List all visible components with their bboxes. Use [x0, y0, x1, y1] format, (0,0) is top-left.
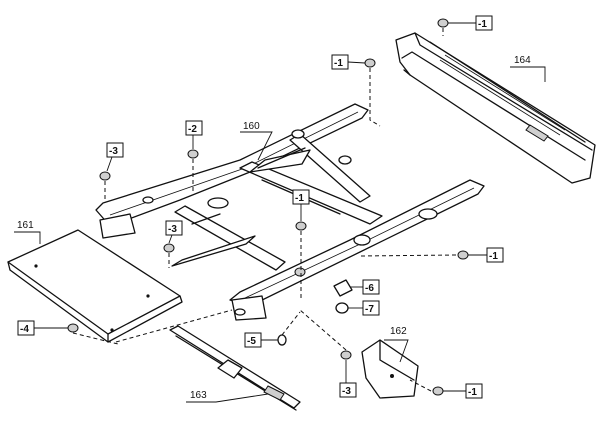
part-162-bracket	[361, 339, 419, 399]
nut-icon	[432, 386, 444, 396]
part-label-162: 162	[384, 326, 409, 363]
part-label-164: 164	[510, 55, 546, 82]
ring-icon	[277, 334, 287, 346]
svg-text:-3: -3	[109, 146, 118, 157]
svg-text:-1: -1	[468, 387, 477, 398]
callout-ref-1-right: -1	[468, 247, 504, 263]
nut-icon	[364, 58, 376, 68]
svg-text:-5: -5	[247, 336, 256, 347]
pad-icon	[333, 279, 353, 297]
nut-icon	[99, 171, 111, 181]
svg-text:-1: -1	[295, 193, 304, 204]
assembly-lines	[72, 28, 457, 392]
svg-text:-3: -3	[342, 386, 351, 397]
callout-ref-3-mid: -3	[165, 220, 183, 244]
svg-text:164: 164	[514, 55, 531, 66]
callout-ref-1-top: -1	[448, 15, 493, 31]
callout-ref-6: -6	[350, 279, 380, 295]
fasteners	[67, 18, 469, 396]
nut-icon	[294, 267, 306, 277]
nut-icon	[457, 250, 469, 260]
svg-text:-1: -1	[478, 19, 487, 30]
callout-ref-1-upper: -1	[331, 54, 366, 70]
svg-text:-1: -1	[334, 58, 343, 69]
svg-text:-1: -1	[489, 251, 498, 262]
callout-ref-5: -5	[244, 332, 278, 348]
part-160-chassis-frame	[95, 103, 485, 321]
part-164-rear-bumper	[395, 32, 596, 184]
nut-icon	[187, 149, 199, 159]
callout-ref-7: -7	[348, 300, 380, 316]
svg-text:-4: -4	[20, 324, 29, 335]
nut-icon	[163, 243, 175, 253]
callout-ref-1-center: -1	[292, 189, 310, 221]
svg-text:-6: -6	[365, 283, 374, 294]
svg-text:-7: -7	[365, 304, 374, 315]
svg-text:160: 160	[243, 121, 260, 132]
svg-text:163: 163	[190, 390, 207, 401]
washer-icon	[335, 302, 349, 314]
callout-ref-3-left: -3	[106, 142, 124, 172]
callout-ref-2: -2	[185, 120, 203, 149]
nut-icon	[437, 18, 449, 28]
nut-icon	[295, 221, 307, 231]
nut-icon	[340, 350, 352, 360]
callout-ref-3-bottom: -3	[339, 360, 357, 398]
part-161-floor-plate	[7, 229, 183, 343]
part-label-163: 163	[186, 390, 269, 403]
callout-ref-1-bottom: -1	[443, 383, 483, 399]
nut-icon	[67, 323, 79, 333]
svg-text:-3: -3	[168, 224, 177, 235]
part-label-161: 161	[14, 220, 41, 244]
svg-text:161: 161	[17, 220, 34, 231]
part-163-lower-bar	[169, 325, 301, 411]
callout-ref-4: -4	[17, 320, 68, 336]
part-label-160: 160	[240, 121, 273, 161]
svg-text:-2: -2	[188, 124, 197, 135]
svg-text:162: 162	[390, 326, 407, 337]
